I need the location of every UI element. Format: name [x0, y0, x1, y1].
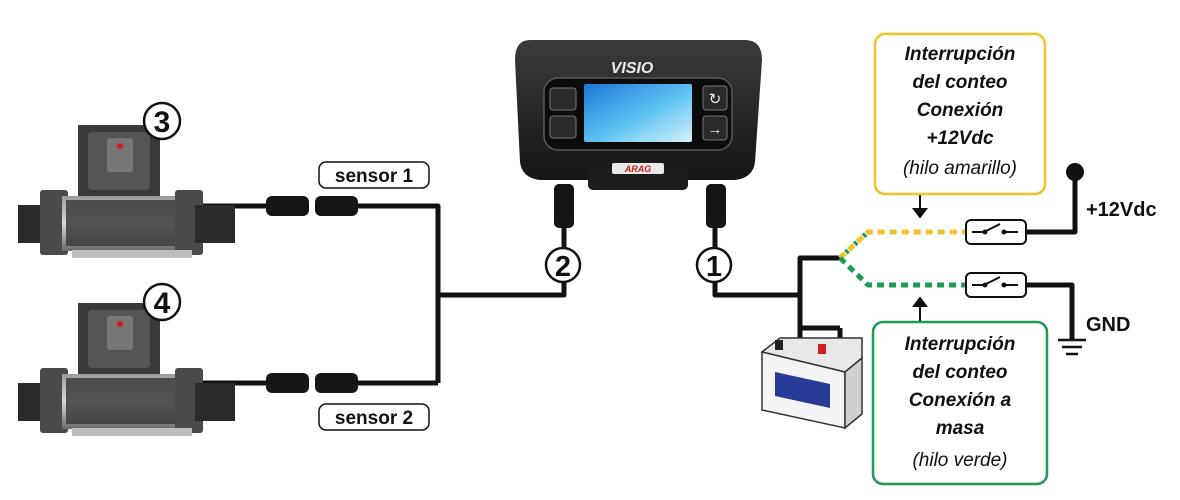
v12-cable: [1025, 172, 1078, 235]
sensor1-lead: [355, 203, 441, 383]
connector1-cable: [712, 225, 840, 298]
sensor-connectors: [266, 196, 358, 393]
sensor1-label: sensor 1: [318, 161, 430, 189]
device-right-button-top: [702, 85, 728, 111]
gnd-cable: [1025, 282, 1075, 340]
sensor2-label: sensor 2: [318, 403, 430, 431]
reset-icon: ↻: [709, 91, 722, 108]
v12-terminal: +12Vdc: [1066, 163, 1157, 221]
svg-text:sensor 1: sensor 1: [335, 166, 414, 187]
green-wire: [838, 256, 966, 288]
device-brand: VISIO: [611, 60, 654, 77]
svg-text:sensor 2: sensor 2: [335, 408, 413, 429]
marker-3: 3: [142, 101, 182, 141]
svg-text:1: 1: [706, 251, 722, 283]
svg-text:masa: masa: [936, 418, 985, 439]
signal-wires: [838, 229, 966, 288]
svg-text:(hilo verde): (hilo verde): [912, 450, 1007, 471]
sensor2-plug-b: [315, 373, 358, 393]
flowmeter-4: [18, 303, 235, 436]
yellow-callout: Interrupción del conteo Conexión +12Vdc …: [873, 32, 1047, 196]
plug-connector-1: [706, 184, 726, 228]
svg-text:Conexión: Conexión: [917, 100, 1004, 121]
sensor1-plug-b: [315, 196, 358, 216]
connector2-cable: [438, 225, 567, 298]
sensor1-plug-a: [266, 196, 309, 216]
marker-2: 2: [544, 246, 582, 284]
flowmeter-3: [18, 125, 235, 258]
device-logo: ARAG: [624, 164, 652, 174]
callout-arrows: [912, 195, 928, 322]
svg-text:3: 3: [154, 106, 171, 139]
device-right-button-bottom: [702, 115, 728, 141]
svg-text:Interrupción: Interrupción: [905, 44, 1016, 65]
svg-text:Interrupción: Interrupción: [905, 334, 1016, 355]
gnd-label: GND: [1086, 314, 1130, 336]
svg-text:+12Vdc: +12Vdc: [926, 128, 994, 149]
svg-text:4: 4: [154, 287, 171, 320]
svg-text:(hilo amarillo): (hilo amarillo): [903, 158, 1017, 179]
yellow-wire: [838, 229, 966, 260]
svg-text:del conteo: del conteo: [912, 362, 1007, 383]
switch-yellow: [965, 219, 1027, 245]
v12-label: +12Vdc: [1086, 199, 1157, 221]
marker-4: 4: [142, 282, 182, 322]
svg-text:del conteo: del conteo: [912, 72, 1007, 93]
sensor2-plug-a: [266, 373, 309, 393]
switch-green: [965, 272, 1027, 298]
battery-cable: [797, 295, 840, 331]
battery: [760, 328, 863, 430]
device-plugs: [554, 184, 726, 228]
device-screen: [584, 84, 692, 142]
visio-device: VISIO ↻ → ARAG: [515, 40, 762, 190]
arrow-right-icon: →: [708, 121, 723, 138]
device-left-button-top: [549, 87, 577, 111]
svg-text:Conexión a: Conexión a: [909, 390, 1012, 411]
plug-connector-2: [554, 184, 574, 228]
marker-1: 1: [695, 246, 733, 284]
ground-icon: [1058, 338, 1086, 356]
green-callout: Interrupción del conteo Conexión a masa …: [871, 320, 1049, 486]
device-left-button-bottom: [549, 115, 577, 139]
svg-text:2: 2: [555, 251, 571, 283]
